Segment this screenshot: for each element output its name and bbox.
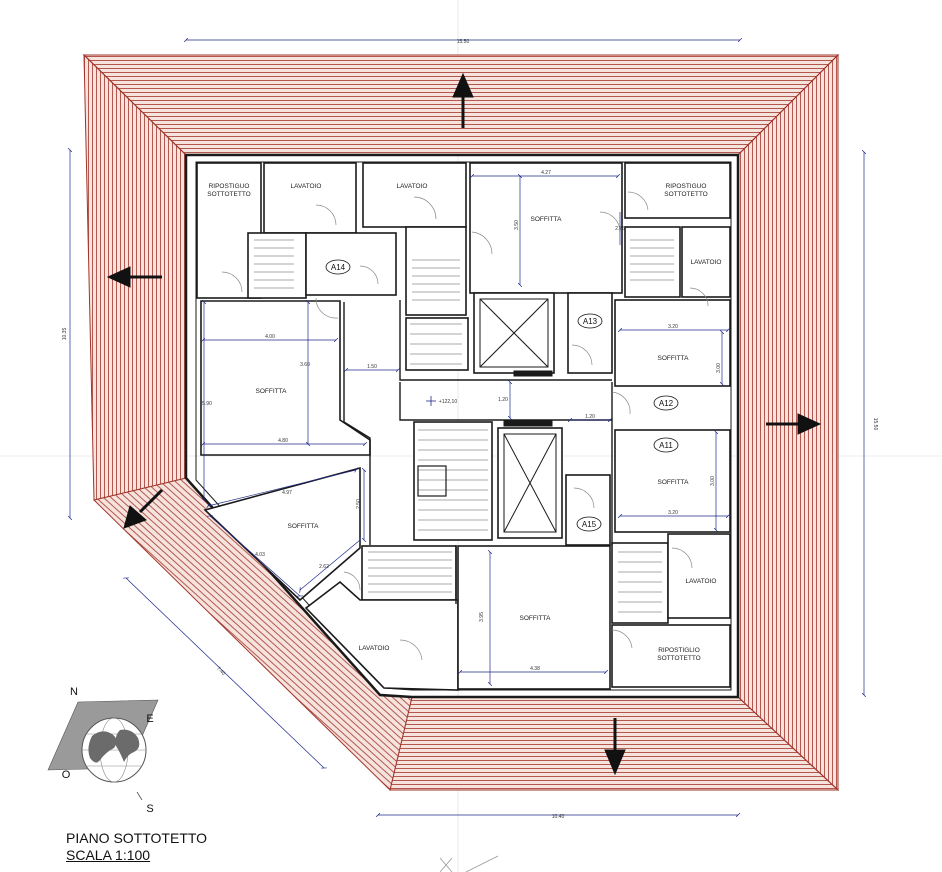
room-stair-ne xyxy=(624,226,681,298)
room-lavatoio-se xyxy=(667,533,731,619)
room-stair-se xyxy=(611,542,669,624)
label-lavatoio-n: LAVATOIO xyxy=(397,183,428,190)
room-a13 xyxy=(567,292,613,374)
compass-s: S xyxy=(146,803,153,815)
dim-w-480: 4.80 xyxy=(278,438,288,444)
building-walls xyxy=(184,153,740,699)
outer-wall xyxy=(184,153,740,699)
dim-e-300a: 3.00 xyxy=(716,363,722,373)
stair-treads xyxy=(254,239,674,613)
dim-c-150: 1.50 xyxy=(367,364,377,370)
drawing-title-block: PIANO SOTTOTETTO SCALA 1:100 xyxy=(66,830,207,864)
room-stair-sw xyxy=(361,545,457,601)
dim-top-overall: 15.50 xyxy=(457,39,470,45)
dimension-lines xyxy=(70,40,864,815)
drawing-title: PIANO SOTTOTETTO xyxy=(66,830,208,846)
arrow-down-icon xyxy=(604,718,626,776)
label-soffitta-w: SOFFITTA xyxy=(256,388,288,395)
unit-a13: A13 xyxy=(583,317,598,326)
compass-e: E xyxy=(146,713,153,725)
elevation-label: +122,10 xyxy=(439,399,457,405)
label-lavatoio-nw: LAVATOIO xyxy=(291,183,322,190)
roof-north xyxy=(82,54,840,156)
dim-c-120a: 1.20 xyxy=(498,397,508,403)
dim-sw-250: 2.50 xyxy=(356,499,362,509)
unit-a11: A11 xyxy=(659,441,673,450)
compass-rose: N E O S xyxy=(47,686,159,815)
dim-ne-275: 2.75 xyxy=(615,226,625,232)
dim-n-350: 3.50 xyxy=(514,220,520,230)
label-ripostiglio-se-1: RIPOSTIGLIO xyxy=(658,647,700,654)
drawing-scale: SCALA 1:100 xyxy=(66,847,151,863)
room-soffitta-s xyxy=(457,545,611,690)
label-ripostiglio-ne-2: SOTTOTETTO xyxy=(664,191,707,198)
room-stair-nw xyxy=(247,232,307,299)
label-ripostiglio-ne-1: RIPOSTIGUO xyxy=(666,183,707,190)
dim-sw-497: 4.97 xyxy=(282,490,292,496)
dim-diag-overall: 7.40 xyxy=(215,666,226,677)
label-ripostiglio-nw-2: SOTTOTETTO xyxy=(207,191,250,198)
label-lavatoio-se: LAVATOIO xyxy=(686,578,717,585)
slope-arrows xyxy=(106,72,822,776)
room-stair-c xyxy=(413,421,493,541)
arrow-southwest-icon xyxy=(123,488,164,529)
arrow-right-icon xyxy=(766,413,822,435)
arrow-up-icon xyxy=(452,72,474,128)
unit-a12: A12 xyxy=(659,399,674,408)
label-soffitta-s: SOFFITTA xyxy=(520,615,552,622)
inner-wall-line xyxy=(195,161,732,691)
dim-right-overall: 15.50 xyxy=(872,418,878,431)
corridor-walls xyxy=(343,300,613,604)
dim-w-400: 4.00 xyxy=(265,334,275,340)
elevation-marker xyxy=(426,396,436,406)
dim-sw-262: 2.62 xyxy=(319,564,329,570)
unit-a15: A15 xyxy=(582,520,597,529)
dim-left-overall: 10.35 xyxy=(62,328,68,341)
room-stair-n xyxy=(405,226,467,316)
label-ripostiglio-nw-1: RIPOSTIGUO xyxy=(209,183,250,190)
room-lavatoio-n xyxy=(362,162,467,228)
arrow-left-icon xyxy=(106,266,162,288)
room-ripostiglio-nw xyxy=(196,162,262,299)
label-soffitta-e2: SOFFITTA xyxy=(658,479,690,486)
dim-bottom-overall: 10.40 xyxy=(552,814,565,820)
room-a15 xyxy=(565,474,611,546)
room-lavatoio-ne xyxy=(681,226,731,298)
label-soffitta-e1: SOFFITTA xyxy=(658,355,690,362)
dim-w-590: 5.90 xyxy=(202,401,212,407)
room-lavatoio-nw xyxy=(263,162,357,234)
unit-tags xyxy=(325,259,679,532)
dim-e-300b: 3.00 xyxy=(710,476,716,486)
lift-shafts xyxy=(479,298,557,533)
room-a14-hall xyxy=(305,232,397,296)
label-lavatoio-sw: LAVATOIO xyxy=(359,645,390,652)
label-lavatoio-ne: LAVATOIO xyxy=(691,259,722,266)
room-ripostiglio-se xyxy=(611,624,731,688)
room-ripostiglio-ne xyxy=(624,162,731,219)
compass-n: N xyxy=(70,686,78,698)
globe-icon xyxy=(81,717,147,783)
bottom-marker xyxy=(439,855,499,872)
compass-o: O xyxy=(62,769,71,781)
label-ripostiglio-se-2: SOTTOTETTO xyxy=(657,655,700,662)
unit-a14: A14 xyxy=(331,263,346,272)
dim-c-120b: 1.20 xyxy=(585,414,595,420)
dim-s-438: 4.38 xyxy=(530,666,540,672)
dimension-texts: 15.50 10.40 10.35 15.50 7.40 4.27 3.50 2… xyxy=(62,39,878,820)
room-soffitta-e1 xyxy=(614,299,731,387)
dim-s-395: 3.95 xyxy=(479,612,485,622)
dim-e-320b: 3.20 xyxy=(668,510,678,516)
dim-sw-403: 4.03 xyxy=(255,552,265,558)
label-soffitta-sw: SOFFITTA xyxy=(288,523,320,530)
room-soffitta-n xyxy=(469,162,623,294)
dim-e-320a: 3.20 xyxy=(668,324,678,330)
dim-w-360: 3.60 xyxy=(300,362,310,368)
label-soffitta-n: SOFFITTA xyxy=(531,216,563,223)
dim-n-427: 4.27 xyxy=(541,170,551,176)
